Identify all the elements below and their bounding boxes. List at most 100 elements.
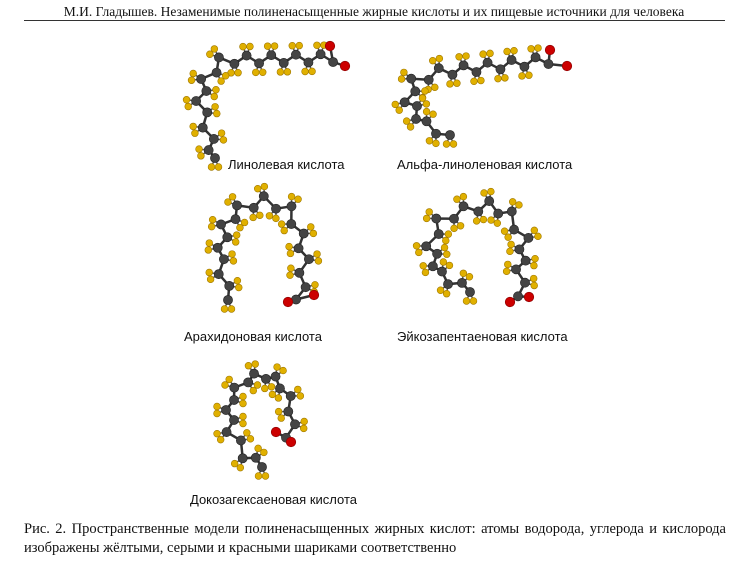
hydrogen-atom [300, 424, 308, 433]
carbon-atom [530, 52, 541, 63]
carbon-atom [493, 208, 504, 219]
carbon-atom [216, 219, 226, 230]
molecule-linoleic [182, 40, 351, 171]
hydrogen-atom [309, 229, 318, 238]
carbon-atom [266, 50, 277, 61]
figure-caption: Рис. 2. Пространственные модели полинена… [24, 521, 726, 556]
carbon-atom [221, 405, 231, 415]
carbon-atom [437, 266, 447, 277]
carbon-atom [509, 224, 519, 235]
hydrogen-atom [274, 394, 283, 402]
hydrogen-atom [286, 249, 295, 258]
hydrogen-atom [195, 145, 203, 153]
hydrogen-atom [249, 386, 258, 395]
hydrogen-atom [225, 375, 233, 384]
hydrogen-atom [236, 463, 245, 472]
carbon-atom [328, 57, 338, 67]
label-eicosapentaenoic-acid: Эйкозапентаеновая кислота [397, 329, 568, 344]
hydrogen-atom [518, 72, 526, 80]
hydrogen-atom [500, 227, 509, 235]
carbon-atom [241, 50, 252, 61]
carbon-atom [208, 134, 219, 144]
hydrogen-atom [503, 47, 511, 56]
hydrogen-atom [280, 226, 288, 235]
hydrogen-atom [418, 94, 427, 102]
hydrogen-atom [453, 195, 461, 203]
hydrogen-atom [212, 86, 220, 94]
hydrogen-atom [508, 198, 517, 206]
hydrogen-atom [239, 399, 247, 408]
hydrogen-atom [402, 117, 411, 125]
hydrogen-atom [421, 87, 429, 95]
hydrogen-atom [256, 211, 264, 220]
hydrogen-atom [254, 184, 262, 193]
carbon-atom [270, 371, 281, 382]
hydrogen-atom [391, 100, 399, 109]
hydrogen-atom [286, 271, 294, 279]
hydrogen-atom [442, 236, 450, 245]
hydrogen-atom [210, 92, 218, 101]
hydrogen-atom [534, 44, 542, 52]
hydrogen-atom [206, 275, 215, 284]
hydrogen-atom [429, 56, 437, 65]
hydrogen-atom [529, 274, 538, 283]
hydrogen-atom [494, 74, 502, 83]
carbon-atom [236, 435, 246, 446]
oxygen-atom [339, 60, 351, 72]
hydrogen-atom [395, 106, 403, 114]
hydrogen-atom [472, 217, 481, 225]
carbon-atom [222, 232, 233, 243]
carbon-atom [519, 61, 530, 72]
hydrogen-atom [260, 182, 269, 191]
carbon-atom [291, 49, 301, 60]
hydrogen-atom [213, 409, 221, 418]
carbon-atom [286, 219, 297, 229]
oxygen-atom [282, 296, 294, 308]
molecular-models-figure [182, 40, 573, 480]
carbon-atom [445, 130, 455, 140]
hydrogen-atom [456, 222, 465, 230]
carbon-atom [250, 452, 261, 463]
hydrogen-atom [265, 212, 274, 220]
hydrogen-atom [442, 140, 451, 148]
hydrogen-atom [213, 402, 221, 411]
hydrogen-atom [243, 429, 251, 437]
hydrogen-atom [254, 472, 263, 480]
carbon-atom [482, 57, 493, 68]
hydrogen-atom [507, 240, 515, 249]
hydrogen-atom [422, 100, 431, 108]
hydrogen-atom [233, 276, 242, 285]
hydrogen-atom [187, 76, 196, 84]
hydrogen-atom [444, 230, 453, 238]
carbon-atom [257, 462, 267, 472]
carbon-atom [304, 254, 314, 265]
oxygen-atom [504, 296, 516, 308]
hydrogen-atom [501, 74, 509, 82]
hydrogen-atom [442, 290, 451, 298]
hydrogen-atom [510, 46, 518, 55]
molecule-eicosapentaenoic [412, 187, 542, 308]
hydrogen-atom [217, 77, 225, 85]
hydrogen-atom [459, 192, 468, 201]
hydrogen-atom [515, 201, 523, 209]
carbon-atom [506, 55, 517, 65]
hydrogen-atom [429, 110, 437, 118]
hydrogen-atom [270, 42, 279, 50]
hydrogen-atom [210, 45, 219, 53]
carbon-atom [290, 419, 300, 430]
hydrogen-atom [422, 214, 431, 223]
carbon-atom [433, 229, 444, 239]
carbon-atom [224, 280, 235, 291]
hydrogen-atom [251, 360, 259, 368]
label-linoleic-acid: Линолевая кислота [228, 157, 345, 172]
hydrogen-atom [244, 362, 253, 370]
hydrogen-atom [530, 281, 538, 290]
hydrogen-atom [277, 220, 286, 228]
oxygen-atom [561, 60, 573, 72]
running-header: М.И. Гладышев. Незаменимые полиненасыщен… [63, 4, 685, 19]
carbon-atom [484, 196, 495, 206]
carbon-atom [210, 153, 220, 163]
hydrogen-atom [446, 80, 454, 88]
carbon-atom [232, 200, 242, 211]
hydrogen-atom [502, 267, 511, 276]
